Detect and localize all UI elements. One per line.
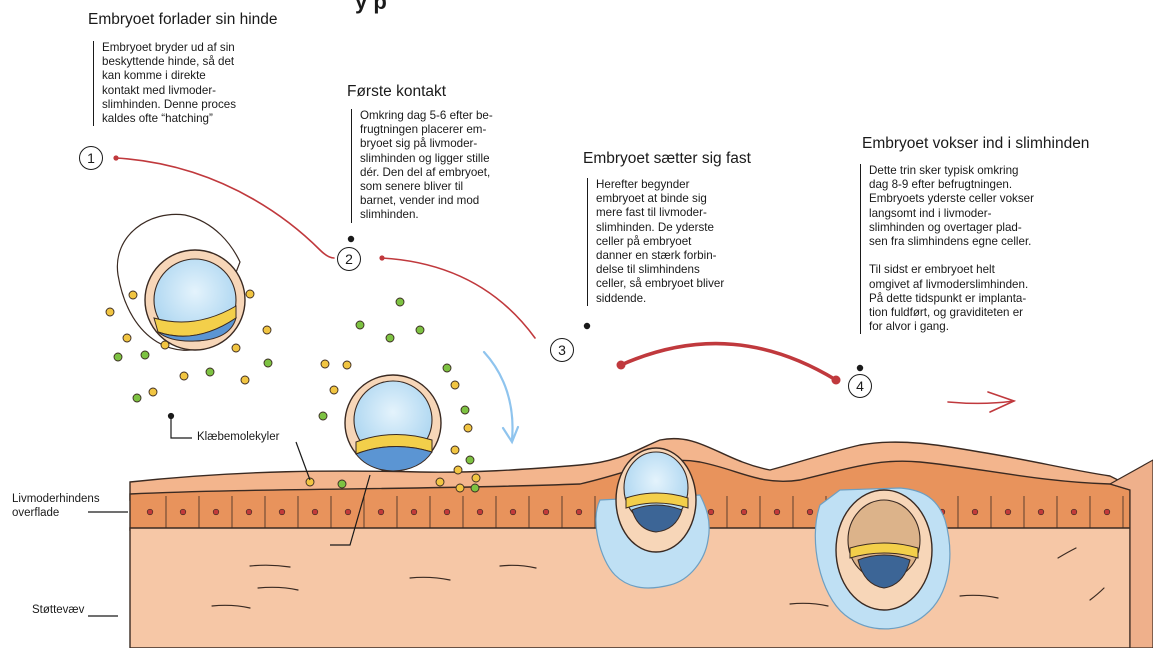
cell-nucleus (147, 509, 153, 515)
molecule-green (386, 334, 394, 342)
molecule-green (206, 368, 214, 376)
step-2-heading: Første kontakt (347, 83, 446, 101)
molecule-yellow (343, 361, 351, 369)
molecule-green (356, 321, 364, 329)
label-uterine-surface: Livmoderhindens overflade (12, 492, 100, 520)
molecule-green (114, 353, 122, 361)
cell-nucleus (378, 509, 384, 515)
label-support-tissue: Støttevæv (32, 603, 84, 617)
molecule-green (264, 359, 272, 367)
cell-nucleus (1038, 509, 1044, 515)
step-4-number: 4 (856, 378, 864, 394)
step-4-text: Dette trin sker typisk omkring dag 8-9 e… (860, 164, 1129, 334)
molecule-green (141, 351, 149, 359)
molecule-green (416, 326, 424, 334)
step-2-number: 2 (345, 251, 353, 267)
cell-nucleus (1005, 509, 1011, 515)
cell-nucleus (246, 509, 252, 515)
molecule-yellow (149, 388, 157, 396)
molecule-yellow (436, 478, 444, 486)
cell-nucleus (477, 509, 483, 515)
cell-nucleus (1104, 509, 1110, 515)
molecule-yellow (106, 308, 114, 316)
molecule-yellow (180, 372, 188, 380)
cell-nucleus (279, 509, 285, 515)
leader-adhesion (171, 418, 192, 438)
molecule-yellow (454, 466, 462, 474)
arrow-3-to-4 (621, 344, 836, 380)
step-3-badge: 3 (550, 338, 574, 362)
arrow-onward (948, 401, 1014, 403)
cell-nucleus (180, 509, 186, 515)
embryo-first-contact (345, 375, 441, 471)
molecule-green (319, 412, 327, 420)
molecule-yellow (246, 290, 254, 298)
molecule-green (133, 394, 141, 402)
step-1-badge: 1 (79, 146, 103, 170)
molecule-yellow (330, 386, 338, 394)
embryo-hatching (117, 214, 245, 350)
molecule-yellow (123, 334, 131, 342)
step-4-badge: 4 (848, 374, 872, 398)
molecule-green (338, 480, 346, 488)
cell-nucleus (444, 509, 450, 515)
cell-nucleus (576, 509, 582, 515)
step-1-number: 1 (87, 150, 95, 166)
cell-nucleus (774, 509, 780, 515)
cell-nucleus (543, 509, 549, 515)
arrow-1-to-2 (116, 158, 334, 258)
molecule-yellow (241, 376, 249, 384)
step-1-text: Embryoet bryder ud af sin beskyttende hi… (93, 41, 302, 126)
step-2-text: Omkring dag 5-6 efter be- frugtningen pl… (351, 109, 570, 223)
molecule-yellow (472, 474, 480, 482)
molecule-yellow (232, 344, 240, 352)
cell-nucleus (1071, 509, 1077, 515)
molecule-green (471, 484, 479, 492)
step-3-text: Herefter begynder embryoet at binde sig … (587, 178, 786, 306)
molecule-green (461, 406, 469, 414)
step-1-heading: Embryoet forlader sin hinde (88, 11, 278, 29)
cell-nucleus (972, 509, 978, 515)
step-2-badge: 2 (337, 247, 361, 271)
cell-nucleus (345, 509, 351, 515)
cell-nucleus (411, 509, 417, 515)
flow-arrow (484, 352, 518, 442)
molecule-yellow (263, 326, 271, 334)
step-4-heading: Embryoet vokser ind i slimhinden (862, 135, 1089, 153)
molecule-green (466, 456, 474, 464)
cell-nucleus (510, 509, 516, 515)
molecule-green (396, 298, 404, 306)
molecule-yellow (451, 381, 459, 389)
molecule-yellow (456, 484, 464, 492)
cell-nucleus (741, 509, 747, 515)
cell-nucleus (213, 509, 219, 515)
cell-nucleus (312, 509, 318, 515)
step-3-number: 3 (558, 342, 566, 358)
arrow-2-to-3 (382, 258, 535, 338)
molecule-green (443, 364, 451, 372)
molecule-yellow (321, 360, 329, 368)
label-adhesion-molecules: Klæbemolekyler (197, 430, 279, 444)
molecule-yellow (451, 446, 459, 454)
molecule-yellow (464, 424, 472, 432)
cell-nucleus (807, 509, 813, 515)
cell-nucleus (708, 509, 714, 515)
step-3-heading: Embryoet sætter sig fast (583, 150, 751, 168)
molecule-yellow (161, 341, 169, 349)
molecule-yellow (129, 291, 137, 299)
